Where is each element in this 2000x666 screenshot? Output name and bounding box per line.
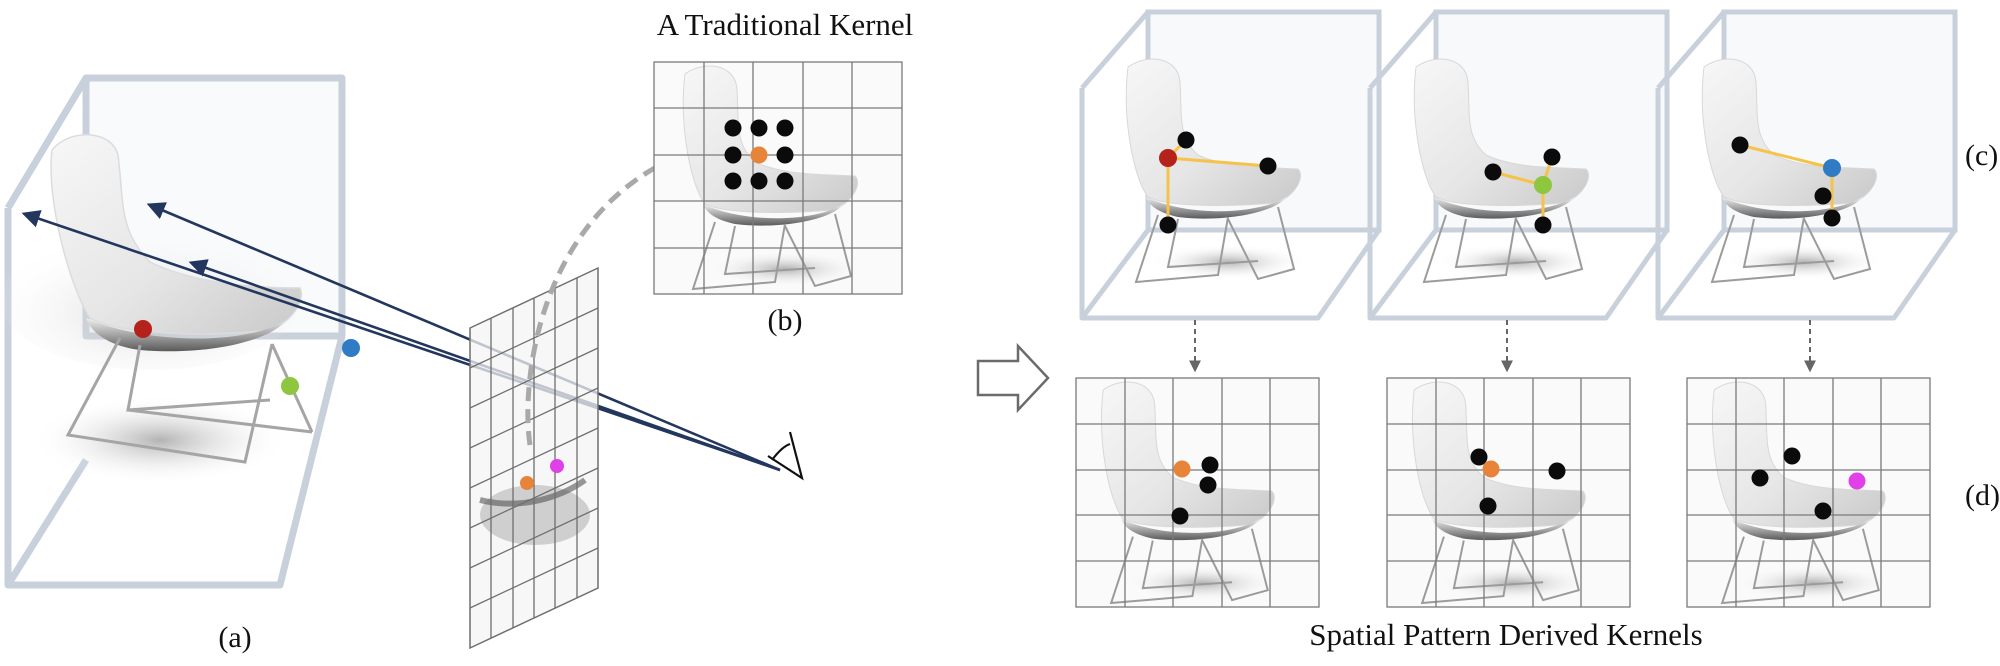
label-c: (c) — [1965, 139, 1998, 172]
point-orange-d1 — [1173, 460, 1191, 478]
panel-b: A Traditional Kernel — [653, 7, 914, 337]
derived-kernel-d2 — [1386, 377, 1631, 608]
dashed-arrow-to-kernel — [525, 142, 705, 446]
label-b: (b) — [768, 304, 803, 337]
derived-kernel-d1 — [1075, 377, 1320, 608]
neighbor-point — [1199, 476, 1217, 494]
neighbor-point — [1783, 447, 1801, 465]
image-plane — [469, 266, 599, 650]
point-green-c2 — [1534, 176, 1552, 194]
ray-1 — [21, 210, 781, 472]
kernel-point — [724, 119, 742, 137]
neighbor-point — [1814, 502, 1832, 520]
room-box-c3 — [1655, 9, 1958, 321]
kernel-center-point — [750, 146, 768, 164]
point-blue-c3 — [1823, 159, 1841, 177]
down-arrows — [1189, 320, 1816, 373]
kernel-point — [776, 119, 794, 137]
point-magenta-d3 — [1848, 472, 1866, 490]
neighbor-point — [1534, 216, 1552, 234]
neighbor-point — [1177, 131, 1195, 149]
point-magenta-plane — [550, 459, 564, 473]
neighbor-point — [1823, 209, 1841, 227]
neighbor-point — [1751, 469, 1769, 487]
neighbor-point — [1470, 448, 1488, 466]
room-box-c2 — [1367, 9, 1670, 321]
kernel-point — [724, 172, 742, 190]
neighbor-point — [1259, 157, 1277, 175]
panel-a: (a) — [0, 74, 804, 654]
label-a: (a) — [218, 621, 251, 654]
kernel-point — [776, 172, 794, 190]
neighbor-point — [1548, 462, 1566, 480]
kernel-point — [724, 146, 742, 164]
neighbor-point — [1731, 136, 1749, 154]
derived-kernel-d3 — [1686, 377, 1931, 608]
hollow-right-arrow-icon — [976, 342, 1050, 414]
neighbor-point — [1171, 507, 1189, 525]
floor-shadow — [30, 395, 290, 485]
point-green — [281, 377, 299, 395]
point-red — [134, 320, 152, 338]
kernel-points-b — [724, 119, 794, 190]
neighbor-point — [1543, 148, 1561, 166]
chair-a — [50, 134, 314, 464]
neighbor-point — [1479, 497, 1497, 515]
neighbor-point — [1159, 216, 1177, 234]
title-traditional-kernel: A Traditional Kernel — [657, 7, 914, 42]
eye-icon — [767, 431, 804, 481]
kernel-point — [750, 172, 768, 190]
neighbor-point — [1201, 456, 1219, 474]
title-derived-kernels: Spatial Pattern Derived Kernels — [1309, 617, 1702, 652]
kernel-point — [776, 146, 794, 164]
point-orange-d2 — [1482, 460, 1500, 478]
point-orange-plane — [520, 476, 534, 490]
label-d: (d) — [1965, 479, 2000, 512]
point-red-c1 — [1159, 149, 1177, 167]
panel-d: (d) Spatial Pattern Derived Kernels — [1075, 377, 2000, 652]
kernel-point — [750, 119, 768, 137]
ray-3 — [146, 202, 781, 472]
point-blue — [342, 339, 360, 357]
panel-c: (c) — [1079, 9, 1998, 321]
room-box-c1 — [1079, 9, 1382, 321]
neighbor-point — [1484, 163, 1502, 181]
neighbor-point — [1814, 187, 1832, 205]
